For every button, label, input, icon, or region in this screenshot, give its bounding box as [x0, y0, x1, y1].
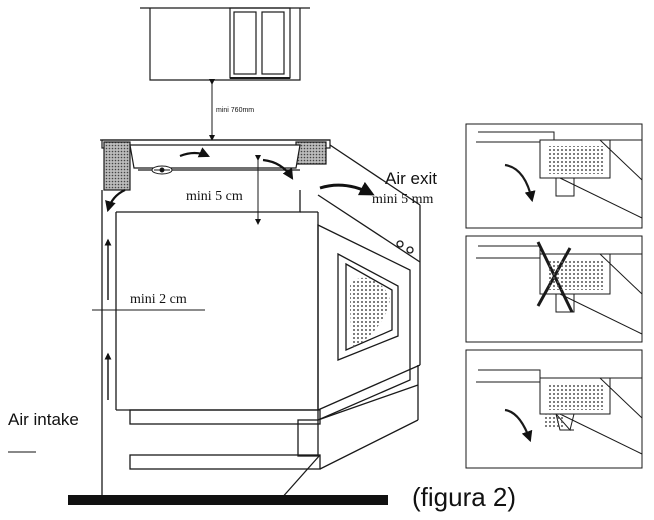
base-cabinet — [101, 190, 318, 500]
air-exit-label: Air exit — [385, 169, 437, 188]
wall-cabinet — [140, 7, 310, 81]
exit-gap-label: mini 5 mm — [372, 192, 434, 207]
worktop — [100, 139, 331, 191]
top-clearance-label: mini 760mm — [216, 107, 254, 114]
floor — [68, 495, 388, 505]
built-in-oven — [317, 144, 421, 421]
hob-fan-icon — [151, 165, 173, 175]
plinth — [129, 365, 419, 501]
side-clearance-label: mini 5 cm — [186, 189, 243, 204]
airflow-arrows — [105, 147, 375, 213]
panel-2-dots — [548, 260, 604, 290]
panel-1-dots — [548, 146, 604, 174]
detail-panel-correct-top — [465, 123, 643, 229]
figure-caption: (figura 2) — [412, 482, 516, 512]
panel-3-dots — [544, 384, 604, 428]
air-intake-label: Air intake — [8, 410, 79, 429]
back-clearance-dimension — [92, 300, 205, 320]
oven-window-perforation — [350, 277, 390, 348]
back-clearance-label: mini 2 cm — [130, 292, 187, 307]
